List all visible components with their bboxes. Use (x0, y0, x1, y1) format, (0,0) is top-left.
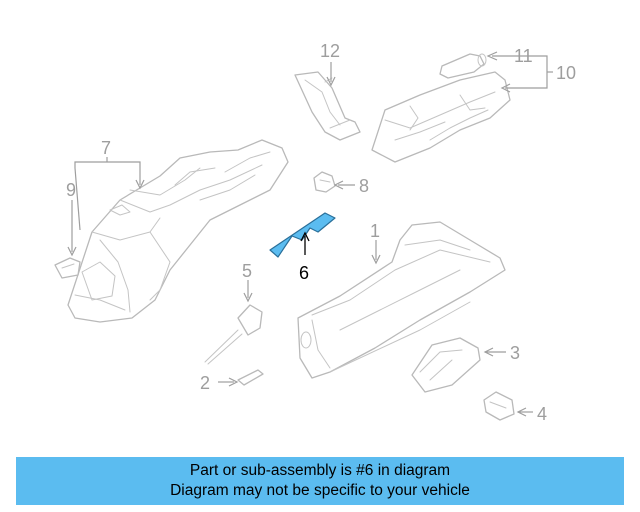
part-6-arrow (300, 231, 310, 255)
parts-diagram: 7 9 12 11 10 8 1 6 5 2 3 4 (54, 41, 576, 424)
callout-8: 8 (359, 176, 369, 196)
callout-7: 7 (101, 138, 111, 158)
part-8-bulb (313, 171, 336, 193)
caption-line-1: Part or sub-assembly is #6 in diagram (189, 462, 451, 479)
callout-10: 10 (556, 63, 576, 83)
part-10-latch-assembly (371, 71, 511, 163)
callout-6: 6 (299, 263, 309, 283)
part-2-pin (237, 369, 264, 386)
part-3-latch (411, 337, 481, 393)
callout-12: 12 (320, 41, 340, 61)
part-1-glovebox-bin (297, 221, 506, 379)
part-9-clip (54, 257, 81, 279)
part-5-latch-handle (204, 304, 263, 365)
leader-lines (67, 51, 553, 417)
callout-4: 4 (537, 404, 547, 424)
callout-3: 3 (510, 343, 520, 363)
callout-2: 2 (200, 373, 210, 393)
callout-9: 9 (66, 180, 76, 200)
caption-banner: Part or sub-assembly is #6 in diagram Di… (16, 457, 624, 505)
part-4-damper (483, 391, 515, 421)
part-7-glovebox-housing (67, 139, 289, 323)
part-11-button (439, 53, 487, 79)
part-12-bracket (294, 71, 361, 141)
part-6-highlighted-strip (269, 212, 336, 258)
caption-line-2: Diagram may not be specific to your vehi… (170, 482, 470, 499)
callout-1: 1 (370, 221, 380, 241)
callout-5: 5 (242, 261, 252, 281)
callout-11: 11 (514, 46, 533, 66)
